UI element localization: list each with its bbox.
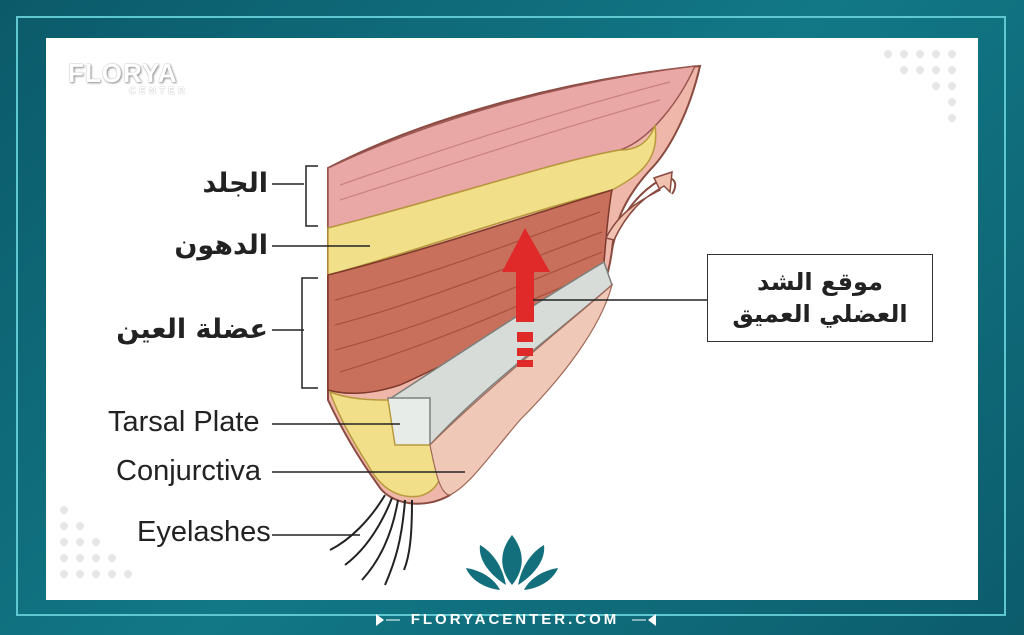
frame-border-line bbox=[16, 16, 1006, 616]
callout-line-2: العضلي العميق bbox=[732, 300, 908, 328]
callout-line-1: موقع الشد bbox=[757, 267, 883, 296]
footer-website-link[interactable]: FLORYACENTER.COM bbox=[410, 611, 620, 628]
lift-arrow-icon bbox=[604, 170, 673, 241]
eyelashes-illustration bbox=[329, 494, 413, 586]
label-eyelashes: Eyelashes bbox=[137, 516, 271, 548]
dot-grid-icon bbox=[60, 506, 132, 578]
label-conjunctiva: Conjurctiva bbox=[116, 455, 262, 487]
lotus-emblem-icon bbox=[466, 535, 558, 590]
logo-name: FLORYA bbox=[68, 58, 178, 88]
lift-direction-arrow-icon bbox=[502, 228, 550, 367]
lower-fat-pad bbox=[328, 390, 442, 498]
label-tarsal-plate: Tarsal Plate bbox=[108, 406, 260, 438]
logo-sub: CENTER bbox=[128, 86, 188, 97]
footer-arrow-icon bbox=[648, 614, 656, 626]
leader-lines bbox=[272, 165, 707, 536]
label-eye-muscle: عضلة العين bbox=[116, 314, 268, 345]
dot-grid-icon bbox=[884, 50, 956, 122]
brand-logo: FLORYA CENTER bbox=[68, 58, 188, 97]
callout-box: موقع الشد العضلي العميق bbox=[707, 254, 933, 342]
conjunctiva-layer bbox=[429, 283, 614, 496]
label-fat: الدهون bbox=[174, 230, 268, 261]
footer-arrow-icon bbox=[376, 614, 384, 626]
label-skin: الجلد bbox=[202, 168, 268, 199]
fat-layer bbox=[327, 124, 657, 276]
